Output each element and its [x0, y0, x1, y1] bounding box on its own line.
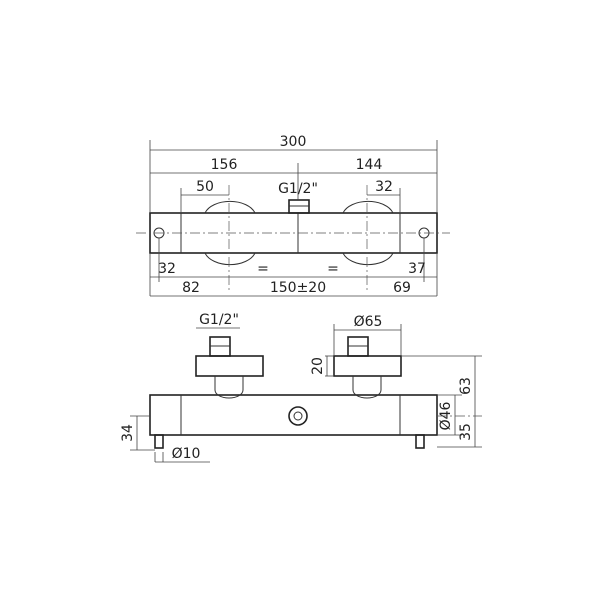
dim-left-knob: 50 — [196, 179, 214, 195]
side-left-rosette — [195, 355, 264, 377]
dim-outlet-diameter: Ø10 — [172, 446, 201, 462]
side-left-leg — [154, 434, 164, 449]
side-right-rosette — [333, 355, 402, 377]
dim-eq-left: = — [257, 261, 269, 277]
dim-left-width: 156 — [211, 157, 238, 173]
dim-right-width: 144 — [356, 157, 383, 173]
dim-right-end: 37 — [408, 261, 426, 277]
top-right-knob-arc-bottom — [342, 252, 394, 266]
side-outlet-hole-inner — [293, 411, 303, 421]
dim-rosette-diameter: Ø65 — [354, 314, 383, 330]
top-right-knob-arc — [342, 200, 394, 214]
dim-right-knob: 32 — [375, 179, 393, 195]
dim-total-width: 300 — [280, 134, 307, 150]
top-inlet-label: G1/2" — [278, 181, 318, 197]
side-right-stem-arc — [352, 389, 382, 399]
dim-left-offset: 82 — [182, 280, 200, 296]
side-left-stem — [214, 376, 244, 390]
side-view: G1/2" Ø65 20 63 Ø46 35 34 Ø10 — [120, 312, 482, 463]
dim-center-distance: 150±20 — [270, 280, 326, 296]
top-view: 300 156 144 50 G1/2" 32 32 = = 37 82 150… — [136, 134, 450, 297]
dim-leg-height: 34 — [120, 424, 136, 442]
top-left-knob-arc-bottom — [204, 252, 256, 266]
side-right-stem — [352, 376, 382, 390]
dim-left-end: 32 — [158, 261, 176, 277]
dim-body-center: 35 — [458, 423, 474, 441]
dim-eq-right: = — [327, 261, 339, 277]
side-left-stem-arc — [214, 389, 244, 399]
dim-total-depth: 63 — [458, 377, 474, 395]
top-left-knob-arc — [204, 200, 256, 214]
side-inlet-label: G1/2" — [199, 312, 239, 328]
side-outlet-hole — [288, 406, 308, 426]
side-body-outline — [149, 394, 438, 436]
dim-right-offset: 69 — [393, 280, 411, 296]
dim-nut-height: 20 — [310, 357, 326, 375]
side-right-leg — [415, 434, 425, 449]
